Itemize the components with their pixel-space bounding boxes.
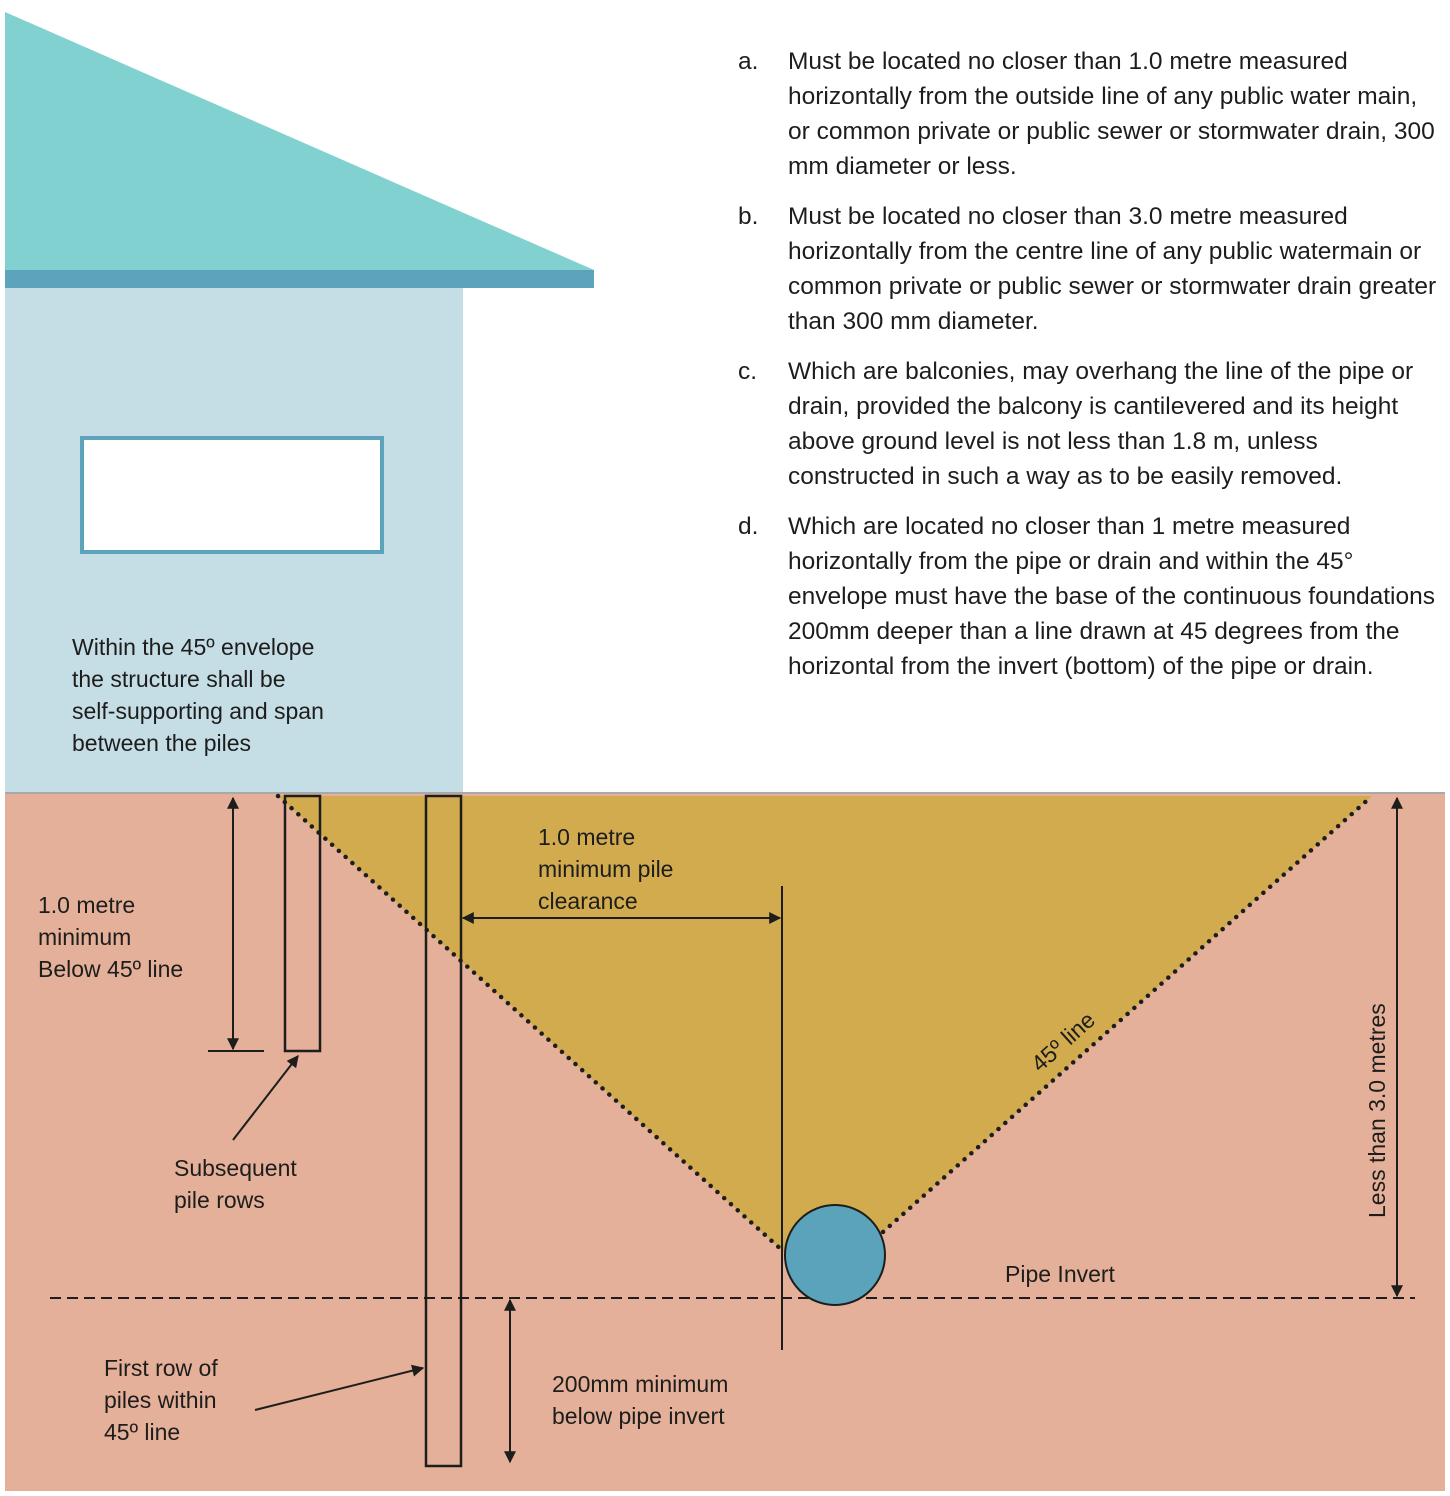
requirements-list: a. Must be located no closer than 1.0 me… [738,44,1438,699]
roof-fascia [5,270,594,288]
pipe [784,1204,886,1306]
subsequent-piles-pointer [232,1055,299,1141]
subsequent-pile [283,794,322,1053]
requirement-d: d. Which are located no closer than 1 me… [738,509,1438,684]
requirement-text: Which are balconies, may overhang the li… [788,358,1414,490]
min-below-45-label: 1.0 metre minimum Below 45º line [38,892,183,982]
requirement-text: Must be located no closer than 3.0 metre… [788,203,1437,335]
requirement-text: Must be located no closer than 1.0 metre… [788,48,1435,180]
min-200mm-label: 200mm minimum below pipe invert [552,1371,735,1429]
window [80,436,384,554]
requirement-a: a. Must be located no closer than 1.0 me… [738,44,1438,184]
first-row-pile [424,794,463,1468]
pile-clearance-label: 1.0 metre minimum pile clearance [538,824,680,914]
requirement-text: Which are located no closer than 1 metre… [788,513,1435,680]
subsequent-piles-label: Subsequent pile rows [174,1155,303,1213]
45-degree-envelope [278,796,1372,1252]
requirement-letter: b. [738,203,759,230]
requirement-letter: c. [738,358,758,385]
less-than-3m-label: Less than 3.0 metres [1364,1003,1390,1218]
requirement-letter: d. [738,513,759,540]
pipe-invert-label: Pipe Invert [1005,1261,1116,1287]
roof [5,12,594,270]
45-degree-line-right [880,793,1375,1235]
house: Within the 45º envelope the structure sh… [5,12,594,792]
requirement-c: c. Which are balconies, may overhang the… [738,354,1438,494]
first-row-piles-label: First row of piles within 45º line [104,1355,224,1445]
first-row-pointer [254,1364,425,1411]
envelope-note: Within the 45º envelope the structure sh… [72,634,330,756]
requirement-letter: a. [738,48,759,75]
requirement-b: b. Must be located no closer than 3.0 me… [738,199,1438,339]
